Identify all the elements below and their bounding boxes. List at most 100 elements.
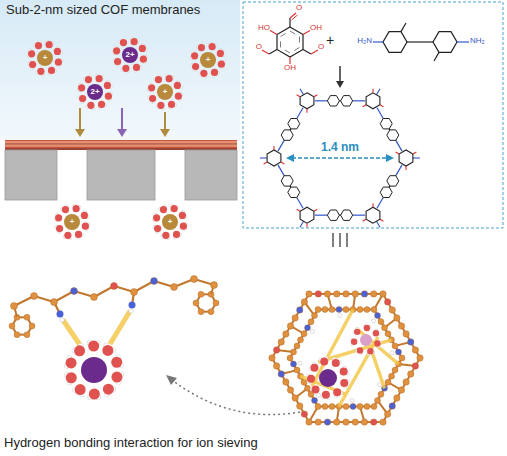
atom xyxy=(343,291,349,297)
atom xyxy=(294,367,300,373)
dashed-frame xyxy=(243,2,503,228)
imine-bond xyxy=(377,108,383,118)
atom xyxy=(382,325,388,331)
bond xyxy=(457,41,469,42)
carbonyl-bond xyxy=(264,162,267,164)
text-label: OH xyxy=(310,24,322,33)
oxygen-atom xyxy=(173,231,180,238)
hydrogen-bond xyxy=(63,320,80,345)
text-label: O xyxy=(296,4,302,13)
atom xyxy=(380,419,386,425)
atom xyxy=(378,391,384,397)
atom xyxy=(324,291,330,297)
imine-bond xyxy=(278,141,284,151)
bond xyxy=(270,31,277,35)
oxygen-atom xyxy=(180,223,187,230)
atom xyxy=(193,300,199,306)
bond xyxy=(289,57,290,64)
atom xyxy=(375,313,381,319)
carbonyl-bond xyxy=(363,105,366,107)
dimension-line xyxy=(292,157,388,159)
solution-background xyxy=(0,0,240,140)
benzene-ring xyxy=(387,176,399,186)
oxygen-atom xyxy=(307,375,315,383)
hydrated-ion: + xyxy=(188,40,228,80)
atom xyxy=(399,355,405,361)
methyl-bond xyxy=(434,52,439,61)
atom xyxy=(329,307,335,313)
carbonyl-bond xyxy=(372,203,373,207)
atom xyxy=(398,387,404,393)
atom xyxy=(384,411,390,417)
oxygen-atom xyxy=(374,340,380,346)
hydrated-ion: 2+ xyxy=(75,72,115,112)
atom xyxy=(334,291,340,297)
atom xyxy=(389,307,395,313)
oxygen-atom xyxy=(340,379,348,387)
atom xyxy=(198,309,204,315)
bond xyxy=(311,50,318,54)
atom xyxy=(322,403,328,409)
oxygen-atom xyxy=(62,206,69,213)
atom xyxy=(315,291,321,297)
support-block xyxy=(87,150,155,200)
atom xyxy=(412,363,418,369)
hydrogen-atom xyxy=(390,351,394,355)
oxygen-atom xyxy=(66,357,77,368)
atom xyxy=(198,291,204,297)
atom xyxy=(308,319,314,325)
oxygen-atom xyxy=(154,225,161,232)
hydrogen-bond xyxy=(339,337,378,406)
oxygen-atom xyxy=(162,232,169,239)
atom xyxy=(297,403,303,409)
imine-bond xyxy=(278,165,284,175)
imine-bond xyxy=(315,215,327,216)
imine-bond xyxy=(396,141,402,151)
core-ring xyxy=(399,150,413,166)
arrow-head xyxy=(336,81,344,88)
oxygen-atom xyxy=(96,75,103,82)
atom xyxy=(24,314,30,320)
atom xyxy=(361,291,367,297)
flow-arrow xyxy=(121,108,123,130)
ion-core xyxy=(319,369,337,387)
atom xyxy=(301,331,307,337)
atom xyxy=(396,349,402,355)
oxygen-atom xyxy=(120,39,127,46)
bond xyxy=(262,50,269,54)
oxygen-atom xyxy=(160,206,167,213)
oxygen-atom xyxy=(340,367,348,375)
atom xyxy=(385,331,391,337)
hydrogen-atom xyxy=(350,398,354,402)
equivalence-mark xyxy=(339,233,341,247)
benzene-ring xyxy=(327,210,339,220)
atom xyxy=(394,395,400,401)
atom xyxy=(278,371,284,377)
atom xyxy=(408,339,414,345)
atom xyxy=(91,294,98,301)
oxygen-atom xyxy=(312,386,320,394)
atom xyxy=(375,397,381,403)
atom xyxy=(312,313,318,319)
ion-charge: 2+ xyxy=(110,35,150,75)
atom xyxy=(380,291,386,297)
oxygen-atom xyxy=(85,76,92,83)
atom xyxy=(408,371,414,377)
atom xyxy=(291,361,297,367)
carbonyl-bond xyxy=(372,89,373,93)
carbonyl-bond xyxy=(314,209,317,211)
carbonyl-bond xyxy=(306,109,307,113)
dotted-arrow xyxy=(172,380,300,415)
atom xyxy=(322,307,328,313)
ion-charge: + xyxy=(25,38,65,78)
text-label: O xyxy=(256,43,262,52)
atom xyxy=(384,299,390,305)
oxygen-atom xyxy=(89,388,100,399)
atom xyxy=(111,283,118,290)
atom xyxy=(371,403,377,409)
atom xyxy=(211,282,218,289)
oxygen-atom xyxy=(140,56,147,63)
ion-core xyxy=(360,334,372,346)
benzene-ring xyxy=(327,96,339,106)
